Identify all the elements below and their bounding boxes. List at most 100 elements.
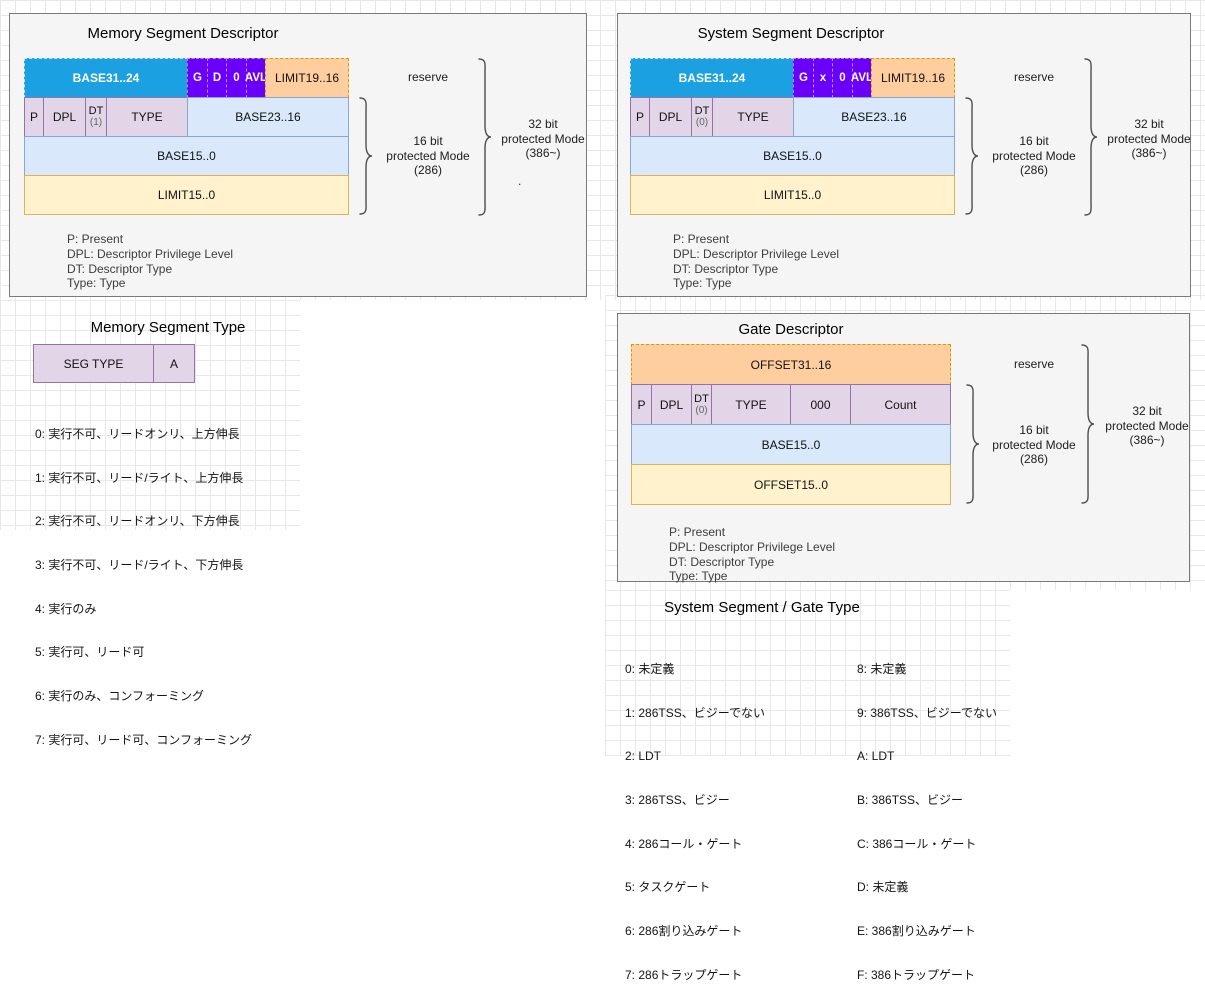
cell-base31-24: BASE31..24 bbox=[630, 58, 794, 98]
descriptor-legend: P: Present DPL: Descriptor Privilege Lev… bbox=[673, 232, 840, 291]
list-item: E: 386割り込みゲート bbox=[857, 923, 976, 938]
brace-16bit bbox=[359, 97, 373, 215]
brace-32bit bbox=[1084, 58, 1098, 216]
cell-flag-avl: AVL bbox=[245, 58, 267, 98]
label-32bit-mode: 32 bit protected Mode (386~) bbox=[1105, 404, 1189, 447]
gate-type-list-right: 8: 未定義 9: 386TSS、ビジーでない A: LDT B: 386TSS… bbox=[857, 633, 997, 997]
system-segment-descriptor-panel: System Segment Descriptor BASE31..24 G x… bbox=[617, 13, 1191, 297]
cell-base15-0: BASE15..0 bbox=[631, 424, 951, 465]
cell-p: P bbox=[24, 97, 44, 137]
cell-base23-16: BASE23..16 bbox=[793, 97, 955, 137]
reserve-label: reserve bbox=[1013, 70, 1054, 84]
label-32bit-mode: 32 bit protected Mode (386~) bbox=[1107, 117, 1191, 160]
list-item: 5: 実行可、リード可 bbox=[35, 645, 145, 660]
label-32bit-mode: 32 bit protected Mode (386~) bbox=[501, 117, 585, 160]
cell-flag-0: 0 bbox=[832, 58, 853, 98]
dt-value: (0) bbox=[695, 404, 708, 416]
cell-base15-0: BASE15..0 bbox=[24, 136, 349, 176]
list-item: 3: 286TSS、ビジー bbox=[625, 793, 730, 808]
bit-row-high: BASE31..24 G D 0 AVL LIMIT19..16 bbox=[24, 58, 354, 98]
list-item: 7: 286トラップゲート bbox=[625, 967, 743, 982]
bit-row-base15: BASE15..0 bbox=[630, 136, 960, 176]
memory-segment-descriptor-panel: Memory Segment Descriptor BASE31..24 G D… bbox=[9, 13, 587, 297]
cell-dt: DT (1) bbox=[85, 97, 107, 137]
list-item: 2: LDT bbox=[625, 749, 662, 764]
label-16bit-mode: 16 bit protected Mode (286) bbox=[386, 134, 470, 177]
cell-limit19-16: LIMIT19..16 bbox=[871, 58, 955, 98]
gate-type-title: System Segment / Gate Type bbox=[664, 599, 860, 616]
list-item: 5: タスクゲート bbox=[625, 880, 711, 895]
cell-flag-g: G bbox=[187, 58, 208, 98]
cell-base31-24: BASE31..24 bbox=[24, 58, 188, 98]
descriptor-legend: P: Present DPL: Descriptor Privilege Lev… bbox=[67, 232, 234, 291]
list-item: F: 386トラップゲート bbox=[857, 967, 976, 982]
brace-16bit bbox=[966, 384, 980, 504]
list-item: 0: 実行不可、リードオンリ、上方伸長 bbox=[35, 427, 240, 442]
gate-descriptor-title: Gate Descriptor bbox=[738, 321, 844, 338]
cell-count: Count bbox=[850, 384, 951, 425]
bit-row-offset15: OFFSET15..0 bbox=[631, 464, 956, 505]
list-item: A: LDT bbox=[857, 749, 895, 764]
list-item: 2: 実行不可、リードオンリ、下方伸長 bbox=[35, 514, 240, 529]
cell-flag-x: x bbox=[813, 58, 833, 98]
cell-flag-g: G bbox=[793, 58, 814, 98]
cell-type: TYPE bbox=[712, 97, 794, 137]
stray-dot: . bbox=[518, 174, 522, 188]
brace-32bit bbox=[478, 58, 492, 216]
list-item: 9: 386TSS、ビジーでない bbox=[857, 705, 997, 720]
cell-base23-16: BASE23..16 bbox=[187, 97, 349, 137]
list-item: 8: 未定義 bbox=[857, 662, 907, 677]
cell-flag-0: 0 bbox=[226, 58, 247, 98]
list-item: C: 386コール・ゲート bbox=[857, 836, 977, 851]
descriptor-legend: P: Present DPL: Descriptor Privilege Lev… bbox=[669, 525, 836, 584]
canvas-grid-gate-type bbox=[605, 590, 1010, 756]
memory-type-list: 0: 実行不可、リードオンリ、上方伸長 1: 実行不可、リード/ライト、上方伸長… bbox=[35, 398, 252, 762]
cell-base15-0: BASE15..0 bbox=[630, 136, 955, 176]
cell-a: A bbox=[153, 344, 195, 383]
cell-dpl: DPL bbox=[651, 384, 692, 425]
dt-label: DT bbox=[88, 105, 104, 117]
bit-row-access: P DPL DT (1) TYPE BASE23..16 bbox=[24, 97, 354, 137]
cell-dpl: DPL bbox=[43, 97, 86, 137]
cell-p: P bbox=[630, 97, 650, 137]
dt-value: (1) bbox=[89, 117, 103, 128]
list-item: 3: 実行不可、リード/ライト、下方伸長 bbox=[35, 558, 244, 573]
cell-dpl: DPL bbox=[649, 97, 692, 137]
brace-16bit bbox=[965, 97, 979, 215]
cell-seg-type: SEG TYPE bbox=[33, 344, 154, 383]
dt-label: DT bbox=[694, 105, 710, 117]
cell-limit19-16: LIMIT19..16 bbox=[265, 58, 349, 98]
system-descriptor-title: System Segment Descriptor bbox=[697, 25, 885, 42]
list-item: 0: 未定義 bbox=[625, 662, 675, 677]
cell-zeros: 000 bbox=[790, 384, 851, 425]
list-item: 4: 286コール・ゲート bbox=[625, 836, 743, 851]
label-16bit-mode: 16 bit protected Mode (286) bbox=[992, 423, 1076, 466]
bit-row-access: P DPL DT (0) TYPE 000 Count bbox=[631, 384, 956, 425]
memory-descriptor-title: Memory Segment Descriptor bbox=[87, 25, 279, 42]
bit-row-access: P DPL DT (0) TYPE BASE23..16 bbox=[630, 97, 960, 137]
list-item: 1: 実行不可、リード/ライト、上方伸長 bbox=[35, 470, 244, 485]
cell-limit15-0: LIMIT15..0 bbox=[24, 175, 349, 215]
cell-dt: DT (0) bbox=[691, 384, 712, 425]
bit-row-limit15: LIMIT15..0 bbox=[24, 175, 354, 215]
cell-offset31-16: OFFSET31..16 bbox=[631, 344, 951, 385]
list-item: 6: 286割り込みゲート bbox=[625, 923, 743, 938]
list-item: B: 386TSS、ビジー bbox=[857, 793, 964, 808]
bit-row-offset31: OFFSET31..16 bbox=[631, 344, 956, 385]
cell-p: P bbox=[631, 384, 652, 425]
label-16bit-mode: 16 bit protected Mode (286) bbox=[992, 134, 1076, 177]
gate-descriptor-panel: Gate Descriptor OFFSET31..16 P DPL DT (0… bbox=[617, 313, 1190, 584]
bit-row-base15: BASE15..0 bbox=[631, 424, 956, 465]
cell-limit15-0: LIMIT15..0 bbox=[630, 175, 955, 215]
cell-type: TYPE bbox=[711, 384, 791, 425]
list-item: 6: 実行のみ、コンフォーミング bbox=[35, 688, 204, 703]
bit-row-limit15: LIMIT15..0 bbox=[630, 175, 960, 215]
cell-flag-avl: AVL bbox=[851, 58, 873, 98]
cell-offset15-0: OFFSET15..0 bbox=[631, 464, 951, 505]
brace-32bit bbox=[1081, 344, 1095, 504]
list-item: D: 未定義 bbox=[857, 880, 909, 895]
seg-type-row: SEG TYPE A bbox=[33, 344, 198, 383]
list-item: 7: 実行可、リード可、コンフォーミング bbox=[35, 732, 252, 747]
dt-label: DT bbox=[694, 392, 709, 405]
bit-row-base15: BASE15..0 bbox=[24, 136, 354, 176]
